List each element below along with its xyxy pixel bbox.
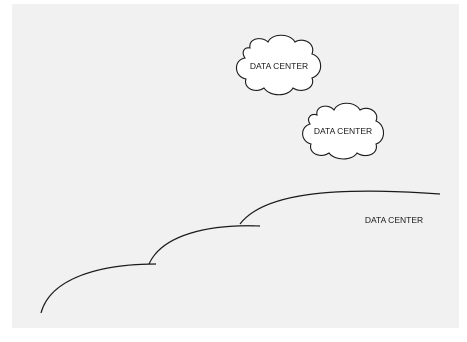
cloud-data-center-2: DATA CENTER — [302, 102, 385, 160]
cloud-2-label: DATA CENTER — [314, 126, 372, 136]
large-cloud-arc-2 — [148, 225, 261, 265]
large-cloud-data-center: DATA CENTER — [40, 190, 441, 314]
cloud-1-label: DATA CENTER — [250, 61, 308, 71]
cloud-data-center-1: DATA CENTER — [235, 34, 322, 96]
cloud-2-outline — [302, 102, 385, 160]
large-cloud-arc-3 — [239, 190, 441, 225]
diagram-panel — [12, 4, 459, 328]
large-cloud-label: DATA CENTER — [365, 215, 423, 225]
cloud-1-outline — [235, 34, 322, 96]
large-cloud-arc-1 — [40, 263, 157, 314]
